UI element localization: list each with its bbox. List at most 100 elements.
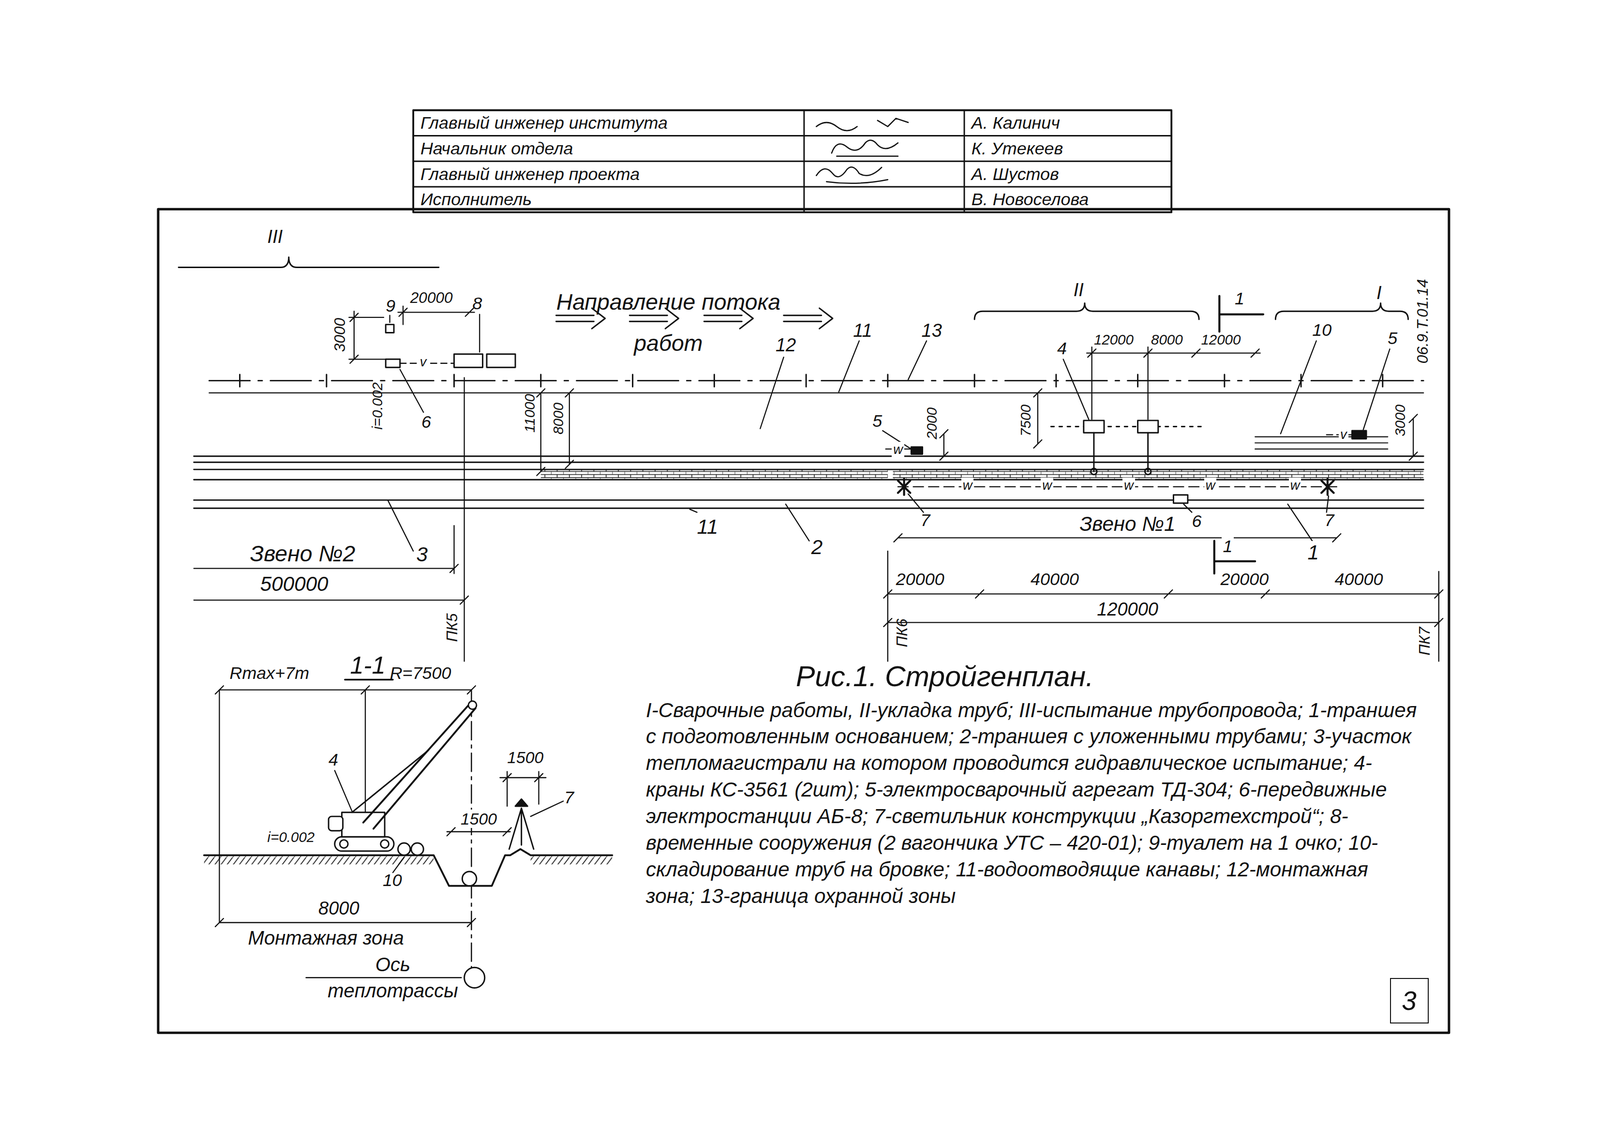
ground-line — [204, 849, 613, 886]
table-cell: Главный инженер проекта — [420, 164, 640, 185]
boundary-mark — [239, 374, 1383, 387]
axis-label: Ось теплотрассы — [326, 951, 460, 1004]
section-mark: 1 — [1234, 288, 1245, 309]
drawing-code: 06.9.Т.01.14 — [1413, 279, 1432, 364]
line-symbol: w — [1122, 477, 1136, 494]
dimension-line — [499, 771, 546, 807]
callout-number: 13 — [921, 320, 943, 342]
dimension-label: 500000 — [260, 572, 329, 597]
trailer-symbol — [454, 354, 483, 368]
lamp-figure — [515, 798, 528, 807]
callout-number: 5 — [872, 411, 883, 432]
leader-line — [1063, 358, 1090, 419]
signature — [816, 118, 909, 131]
pipe-storage — [1255, 436, 1388, 449]
dimension-label: 120000 — [1096, 598, 1159, 621]
dimension-line — [1086, 346, 1261, 420]
power-station-symbol — [1173, 494, 1188, 504]
legend-text: I-Сварочные работы, II-укладка труб; III… — [645, 697, 1422, 910]
dimension-label: 12000 — [1200, 331, 1241, 348]
dimension-label: 1500 — [507, 747, 544, 767]
stage-label: III — [267, 226, 284, 248]
dimension-label: 12000 — [1093, 331, 1134, 348]
leader-line — [908, 493, 924, 513]
line-symbol: w — [891, 441, 905, 458]
pipe-section — [398, 842, 477, 886]
pipe-section — [462, 871, 477, 886]
dimension-line — [464, 377, 1439, 661]
table-cell: Исполнитель — [420, 189, 532, 210]
dimension-label: 3000 — [330, 317, 349, 352]
callout-number: 1 — [1306, 540, 1321, 565]
dimension-line — [565, 388, 574, 469]
callout-number: 4 — [1057, 338, 1067, 359]
crane-symbol — [1092, 432, 1095, 472]
flow-arrow — [703, 315, 742, 322]
dimension-label: i=0.002 — [369, 382, 386, 431]
callout-number: 4 — [328, 749, 339, 770]
dimension-line — [536, 388, 545, 476]
pipe-section — [411, 842, 424, 855]
guard-zone-boundary — [209, 379, 1424, 382]
zone-label: Монтажная зона — [248, 926, 404, 949]
line-symbol: w — [1288, 477, 1302, 494]
lamp-symbol — [897, 478, 911, 495]
site-plan-drawing — [158, 110, 1450, 1033]
leader-line — [400, 369, 424, 413]
dimension-label: 11000 — [521, 393, 539, 433]
dimension-line — [1409, 414, 1418, 461]
dimension-label: 1500 — [459, 809, 499, 829]
table-cell: Начальник отдела — [420, 138, 574, 159]
dimension-line — [447, 827, 512, 836]
dimension-label: i=0.002 — [267, 828, 315, 846]
line-symbol: w — [961, 477, 974, 494]
dimension-line — [883, 589, 1443, 599]
dimension-label: 7500 — [1017, 404, 1034, 437]
leader-line — [530, 801, 564, 817]
leader-line — [760, 357, 784, 429]
crane-figure — [468, 701, 477, 710]
dimension-label: 8000 — [318, 897, 360, 920]
leader-line — [334, 770, 564, 873]
stage-label: II — [1073, 279, 1084, 301]
callout-number: 8 — [472, 293, 483, 314]
flow-direction: Направление потока работ — [545, 281, 791, 364]
title-underline — [344, 678, 393, 681]
leader-line — [1326, 495, 1329, 513]
dimension-label: 40000 — [1030, 569, 1079, 590]
picket-label: ПК6 — [893, 618, 911, 647]
callout-number: 7 — [1324, 510, 1335, 531]
figure-caption: Рис.1. Стройгенплан. — [795, 659, 1094, 693]
section-mark: 1 — [1221, 536, 1235, 557]
crane-figure — [334, 836, 394, 852]
dimension-line — [215, 918, 476, 927]
dimension-line — [194, 306, 1443, 662]
callout-number: 12 — [775, 334, 796, 357]
callout-number: 7 — [564, 787, 574, 808]
dimension-line — [215, 685, 476, 694]
leader-line — [1280, 340, 1317, 434]
picket-label: ПК5 — [443, 613, 461, 643]
page-number: 3 — [1401, 985, 1417, 1017]
title-block — [413, 110, 1172, 213]
line-symbol: w — [1040, 477, 1054, 494]
crane-symbol — [1091, 468, 1098, 475]
leader-line — [785, 504, 810, 541]
dimension-line — [194, 596, 469, 605]
crane-figure — [352, 749, 429, 813]
title-block — [413, 110, 1172, 213]
trench-line — [194, 456, 1424, 509]
dimension-line — [939, 429, 948, 461]
dimension-label: 20000 — [1220, 569, 1269, 590]
callout-number: 7 — [920, 510, 930, 531]
crane-symbol — [1050, 425, 1204, 428]
table-cell: К. Утекеев — [971, 138, 1064, 159]
welding-unit-symbol — [911, 447, 923, 455]
crane-figure — [339, 839, 348, 849]
link-label: Звено №1 — [1079, 512, 1176, 537]
callout-number: 5 — [1387, 328, 1398, 349]
leader-line — [387, 499, 414, 551]
crane-figure — [363, 703, 476, 829]
lamp-figure — [508, 807, 534, 849]
dimension-line — [348, 311, 386, 364]
